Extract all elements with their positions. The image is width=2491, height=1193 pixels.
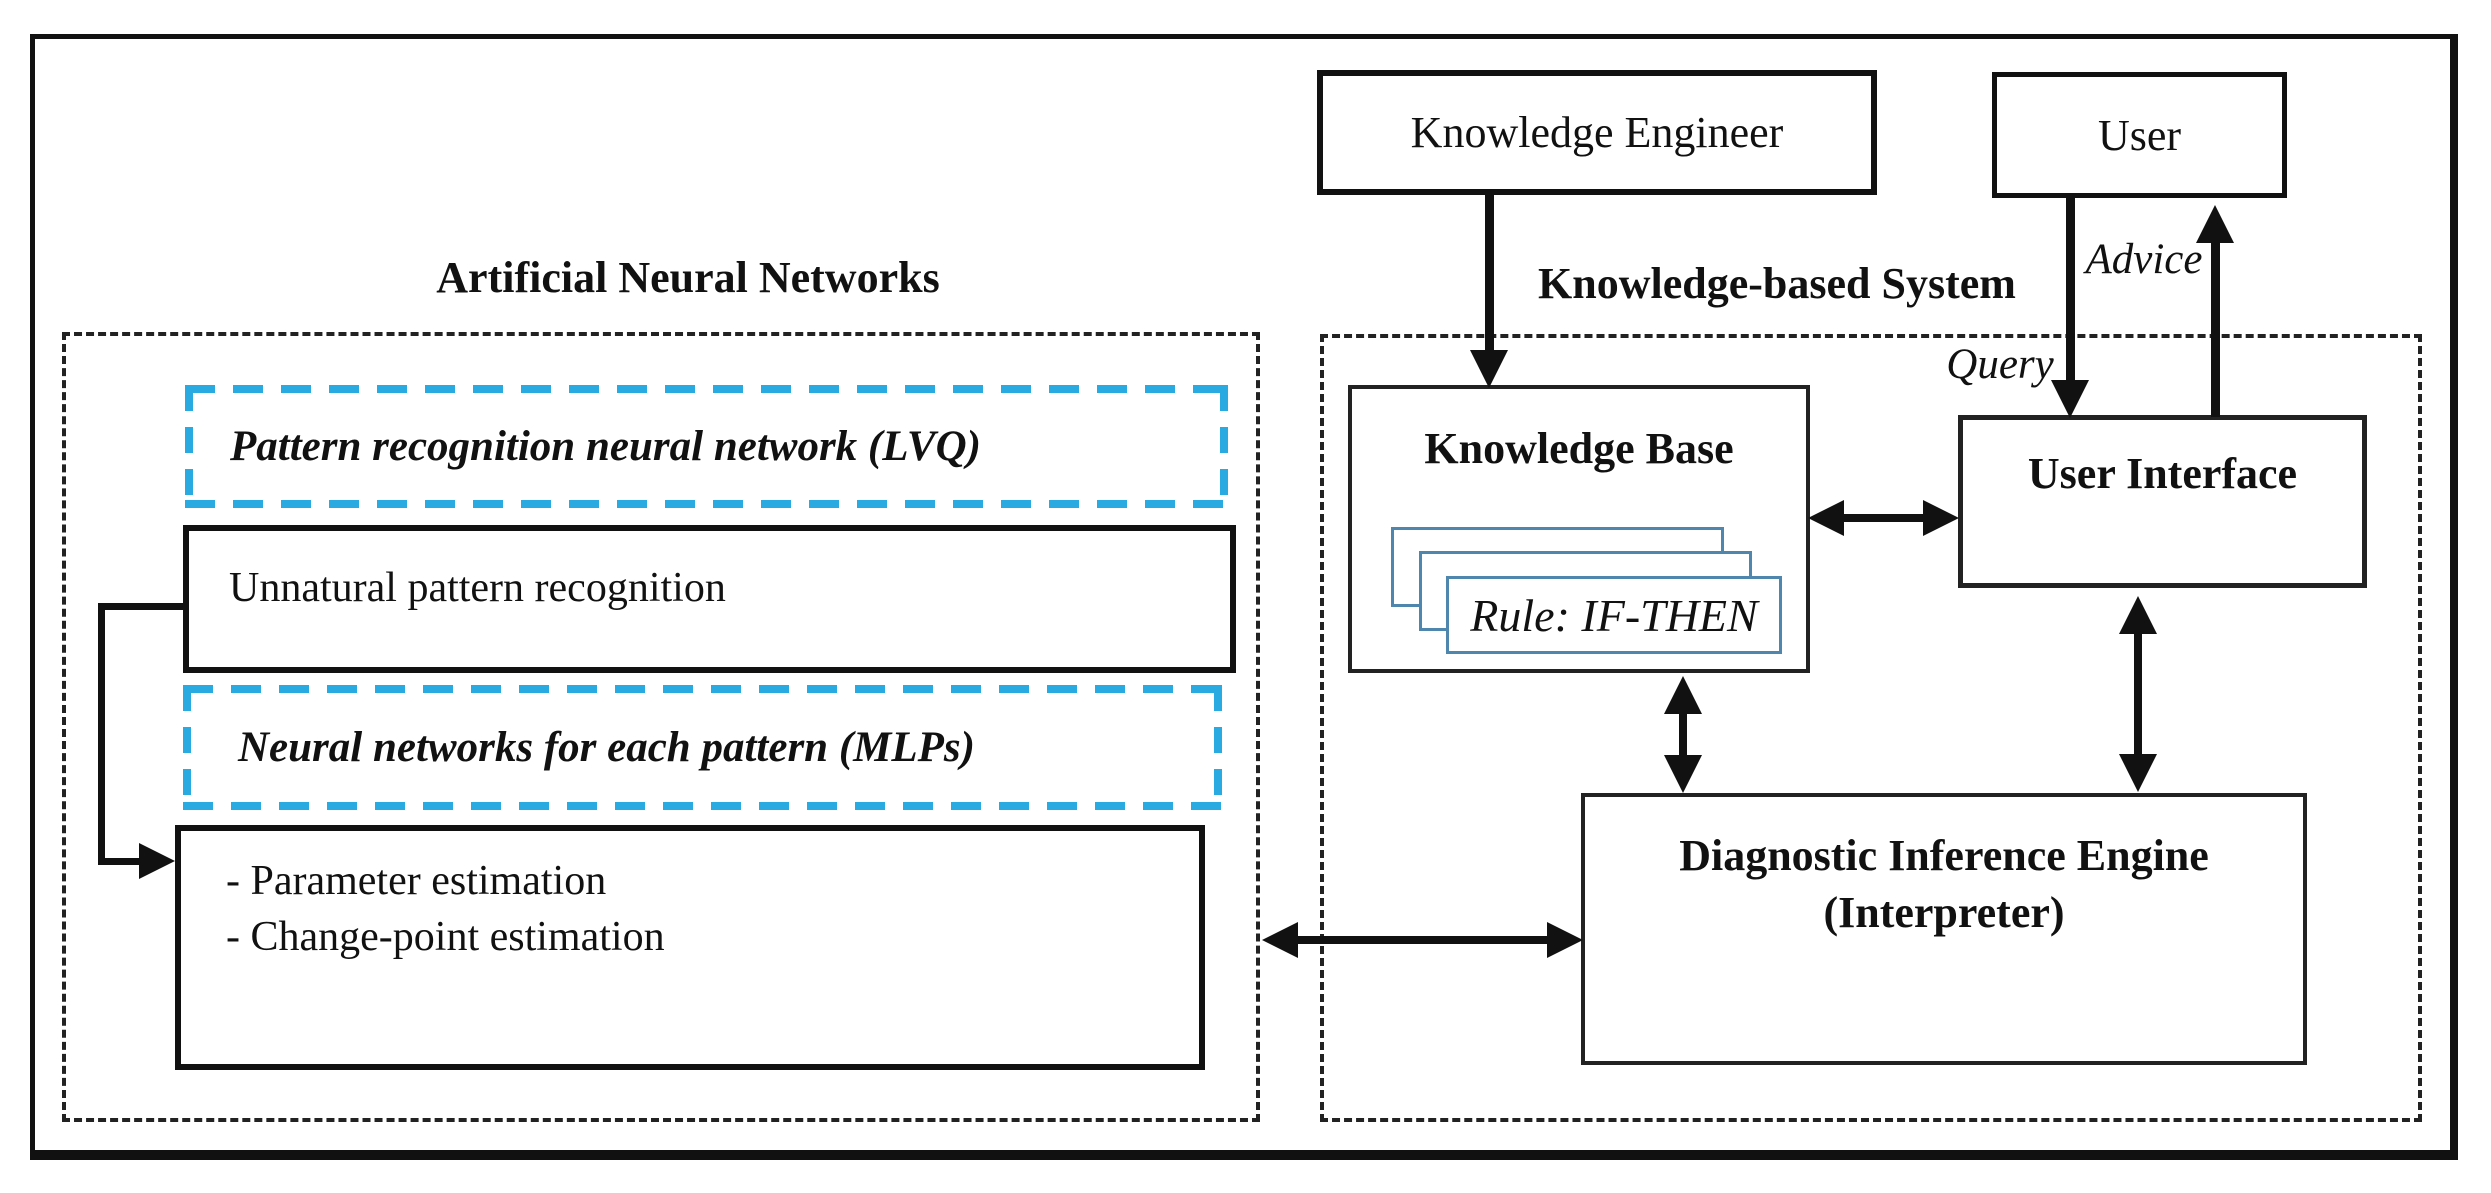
- estimation-line-1: - Parameter estimation: [226, 858, 607, 904]
- arrowhead: [1547, 922, 1583, 958]
- arrow-shaft: [2211, 240, 2220, 417]
- ann-dashed-container: [62, 332, 1260, 1122]
- kbs-dashed-container: [1320, 334, 2422, 1122]
- lvq-label: Pattern recognition neural network (LVQ): [230, 423, 981, 470]
- arrowhead: [2119, 754, 2157, 792]
- inference-engine-line-2: (Interpreter): [1823, 888, 2065, 937]
- arrowhead: [1923, 500, 1959, 536]
- arrowhead: [1808, 500, 1844, 536]
- query-label: Query: [1946, 341, 2054, 388]
- arrow-shaft: [98, 603, 185, 610]
- arrow-shaft: [98, 603, 105, 865]
- lvq-dashed-box: Pattern recognition neural network (LVQ): [185, 385, 1228, 508]
- inference-engine-line-1: Diagnostic Inference Engine: [1679, 831, 2209, 880]
- outer-frame: [30, 34, 2458, 1160]
- arrowhead: [1664, 676, 1702, 714]
- arrow-shaft: [1840, 514, 1928, 522]
- arrowhead: [1470, 350, 1508, 388]
- kbs-section-title: Knowledge-based System: [1538, 259, 2016, 308]
- estimation-box: - Parameter estimation - Change-point es…: [175, 825, 1205, 1070]
- arrow-shaft: [1679, 710, 1687, 758]
- knowledge-engineer-box: Knowledge Engineer: [1317, 70, 1877, 195]
- inference-engine-box: Diagnostic Inference Engine (Interpreter…: [1581, 793, 2307, 1065]
- arrowhead: [2119, 596, 2157, 634]
- mlp-dashed-box: Neural networks for each pattern (MLPs): [183, 685, 1222, 810]
- arrow-shaft: [1294, 936, 1549, 944]
- arrowhead: [2196, 205, 2234, 243]
- arrow-shaft: [2134, 630, 2142, 758]
- knowledge-base-title: Knowledge Base: [1424, 424, 1734, 473]
- estimation-line-2: - Change-point estimation: [226, 914, 665, 960]
- arrow-shaft: [1485, 195, 1494, 353]
- knowledge-base-box: Knowledge Base Rule: IF-THEN: [1348, 385, 1810, 673]
- arrowhead: [139, 843, 175, 879]
- user-interface-box: User Interface: [1958, 415, 2367, 588]
- user-label: User: [2097, 110, 2182, 160]
- unnatural-pattern-box: Unnatural pattern recognition: [183, 525, 1236, 673]
- arrowhead: [1664, 755, 1702, 793]
- user-box: User: [1992, 72, 2287, 198]
- arrowhead: [2051, 380, 2089, 418]
- rule-card-label: Rule: IF-THEN: [1470, 589, 1758, 641]
- arrowhead: [1262, 922, 1298, 958]
- rule-card: Rule: IF-THEN: [1446, 576, 1782, 654]
- mlp-label: Neural networks for each pattern (MLPs): [238, 724, 975, 771]
- user-interface-label: User Interface: [2027, 449, 2298, 498]
- arrow-shaft: [2066, 198, 2075, 384]
- arrow-shaft: [98, 858, 143, 865]
- ann-section-title: Artificial Neural Networks: [436, 253, 940, 302]
- advice-label: Advice: [2085, 236, 2203, 283]
- unnatural-pattern-label: Unnatural pattern recognition: [229, 565, 726, 611]
- knowledge-engineer-label: Knowledge Engineer: [1410, 108, 1784, 157]
